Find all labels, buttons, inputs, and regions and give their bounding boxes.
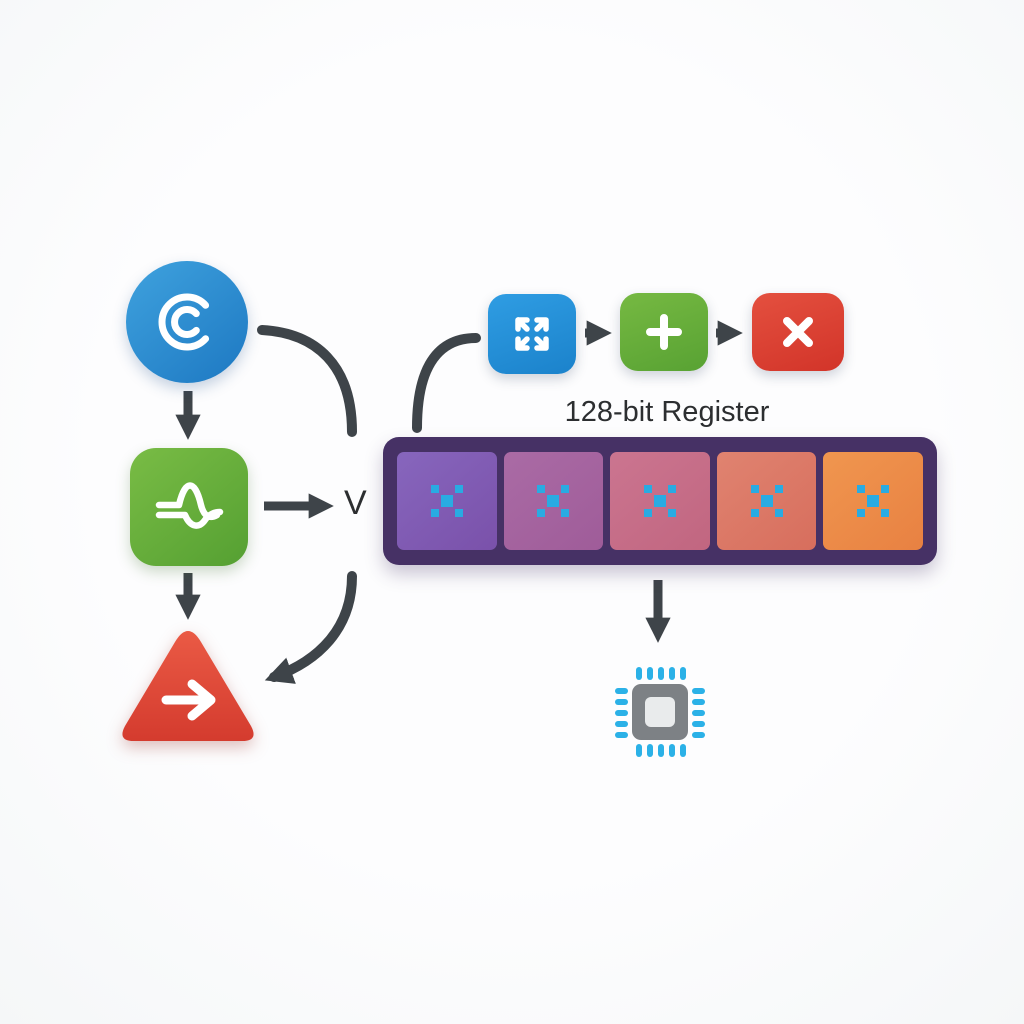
arrow-right-icon (161, 679, 216, 721)
register-bar (383, 437, 937, 565)
concentric-c-logo-icon (158, 293, 210, 351)
add-node (620, 293, 708, 371)
register-cell (716, 452, 817, 550)
wave-node (130, 448, 248, 566)
curve-source-to-register (257, 325, 357, 437)
signal-wave-icon (155, 482, 224, 529)
transform-handles-icon (537, 485, 570, 517)
register-title: 128-bit Register (564, 396, 770, 428)
expand-arrows-icon (515, 317, 549, 351)
chip-node (604, 656, 716, 773)
transform-handles-icon (750, 485, 783, 517)
transform-handles-icon (643, 485, 676, 517)
plus-icon (646, 314, 682, 350)
transform-handles-icon (857, 485, 890, 517)
register-cell (397, 452, 497, 550)
register-cell (823, 452, 923, 550)
cpu-chip-icon (615, 667, 705, 757)
register-cell (503, 452, 604, 550)
vector-label: V (344, 484, 367, 522)
curve-vector-to-output (264, 571, 357, 684)
rounded-triangle-shape (122, 631, 254, 741)
expand-node (488, 294, 576, 374)
multiply-node (752, 293, 844, 371)
chip-core (645, 697, 675, 727)
source-node (126, 261, 248, 383)
register-cell (610, 452, 710, 550)
chip-pins (615, 667, 705, 757)
output-node (116, 622, 260, 746)
close-x-icon (783, 317, 813, 347)
transform-handles-icon (430, 485, 463, 517)
